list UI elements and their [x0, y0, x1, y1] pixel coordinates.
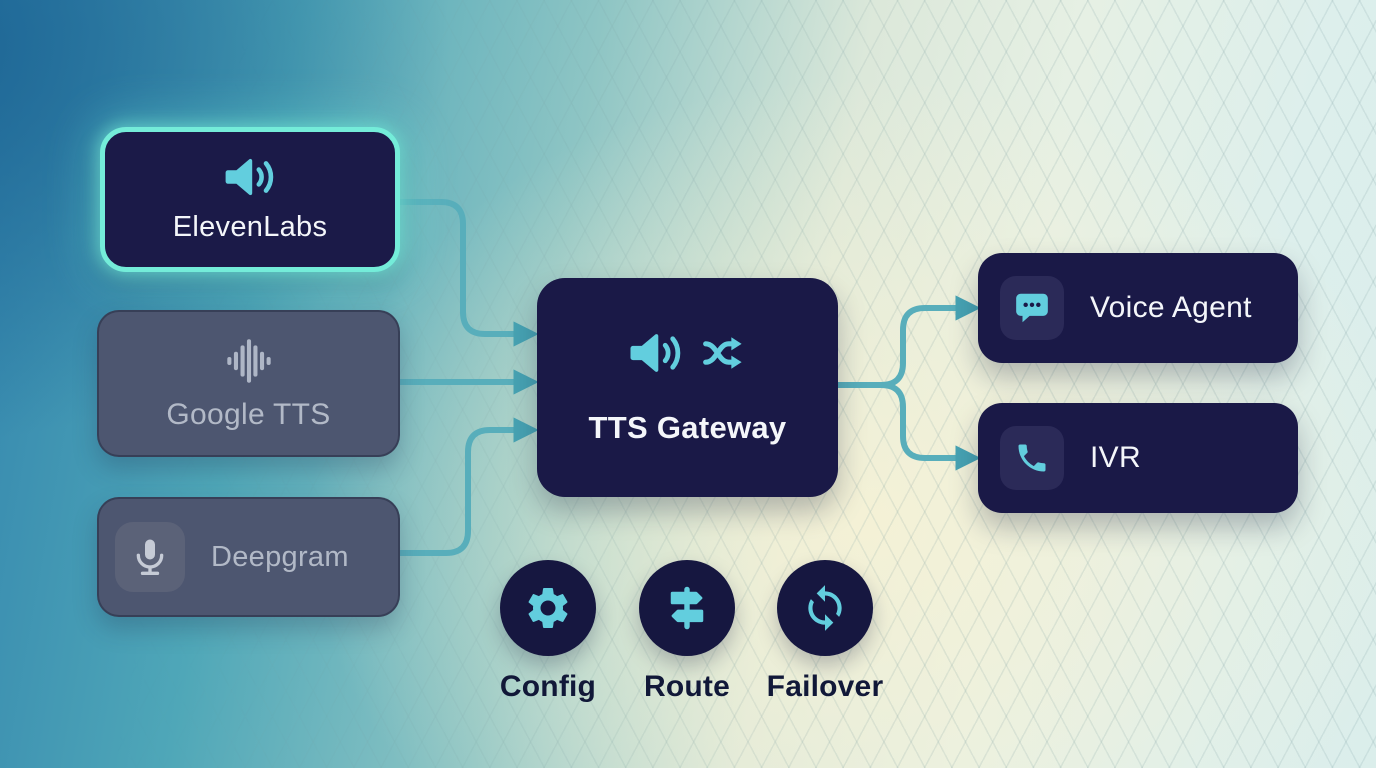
node-label-voice-agent: Voice Agent	[1090, 291, 1252, 324]
gateway-icons	[628, 330, 748, 376]
sync-icon-button[interactable]	[777, 560, 873, 656]
node-google-tts[interactable]: Google TTS	[97, 310, 400, 457]
feature-failover: Failover	[767, 560, 883, 704]
sync-icon	[800, 583, 850, 633]
gear-icon	[523, 583, 573, 633]
shuffle-icon	[700, 331, 748, 375]
node-tts-gateway[interactable]: TTS Gateway	[537, 278, 838, 497]
node-label-tts-gateway: TTS Gateway	[588, 409, 787, 445]
microphone-icon	[115, 522, 185, 592]
feature-label-route: Route	[644, 670, 730, 703]
node-deepgram[interactable]: Deepgram	[97, 497, 400, 617]
config-button[interactable]	[500, 560, 596, 656]
edge-elevenlabs-to-gateway	[397, 199, 539, 347]
feature-route: Route	[639, 560, 735, 704]
node-label-deepgram: Deepgram	[211, 540, 349, 573]
feature-label-failover: Failover	[766, 670, 884, 703]
signpost-icon	[662, 583, 712, 633]
node-label-ivr: IVR	[1090, 441, 1141, 474]
node-elevenlabs[interactable]: ElevenLabs	[100, 127, 400, 272]
waveform-icon	[220, 336, 278, 386]
node-label-google-tts: Google TTS	[166, 397, 331, 431]
edge-deepgram-to-gateway	[397, 417, 539, 556]
edge-gateway-to-voice-agent	[835, 295, 981, 388]
edge-gateway-to-ivr	[835, 382, 981, 471]
phone-icon	[1000, 426, 1064, 490]
chat-bubble-icon	[1000, 276, 1064, 340]
speaker-icon	[628, 330, 684, 376]
feature-config: Config	[500, 560, 596, 704]
route-button[interactable]	[639, 560, 735, 656]
feature-label-config: Config	[499, 670, 597, 703]
node-label-elevenlabs: ElevenLabs	[172, 211, 328, 243]
speaker-icon	[223, 155, 277, 199]
node-ivr[interactable]: IVR	[978, 403, 1298, 513]
node-voice-agent[interactable]: Voice Agent	[978, 253, 1298, 363]
